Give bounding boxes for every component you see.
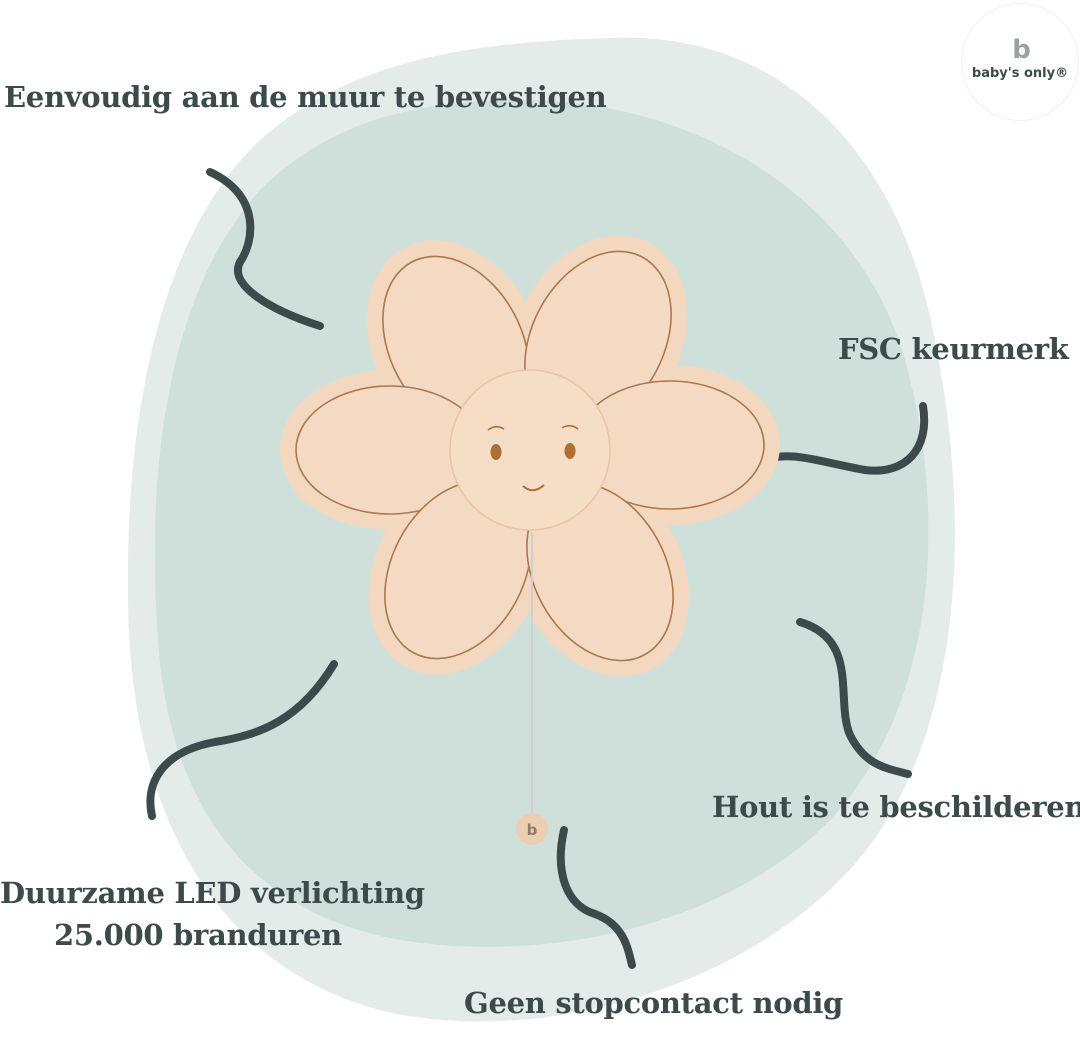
brand-logo: b baby's only® [962,4,1078,120]
squiggle-paint [796,618,912,778]
face [487,424,579,492]
feature-led-line2: 25.000 branduren [54,918,342,953]
feature-paintable: Hout is te beschilderen [712,790,1080,824]
brand-logo-mark: b [1012,35,1031,65]
brand-name: baby's only® [971,66,1069,81]
squiggle-led [146,660,338,820]
squiggle-wall [206,168,324,330]
pull-bead[interactable] [516,813,548,845]
feature-led-line1: Duurzame LED verlichting [0,876,425,910]
squiggle-socket [556,826,636,969]
pull-bead-mark: b [527,821,538,839]
right-eye-icon [564,443,576,459]
left-eye-icon [490,444,502,460]
flower-lamp: b [280,235,780,845]
feature-led: Duurzame LED verlichting 25.000 brandure… [0,872,425,956]
feature-no-socket: Geen stopcontact nodig [464,986,844,1020]
feature-fsc: FSC keurmerk [838,332,1069,366]
flower-center [449,369,611,531]
feature-wall-mount: Eenvoudig aan de muur te bevestigen [4,80,607,114]
smile-icon [522,484,545,492]
